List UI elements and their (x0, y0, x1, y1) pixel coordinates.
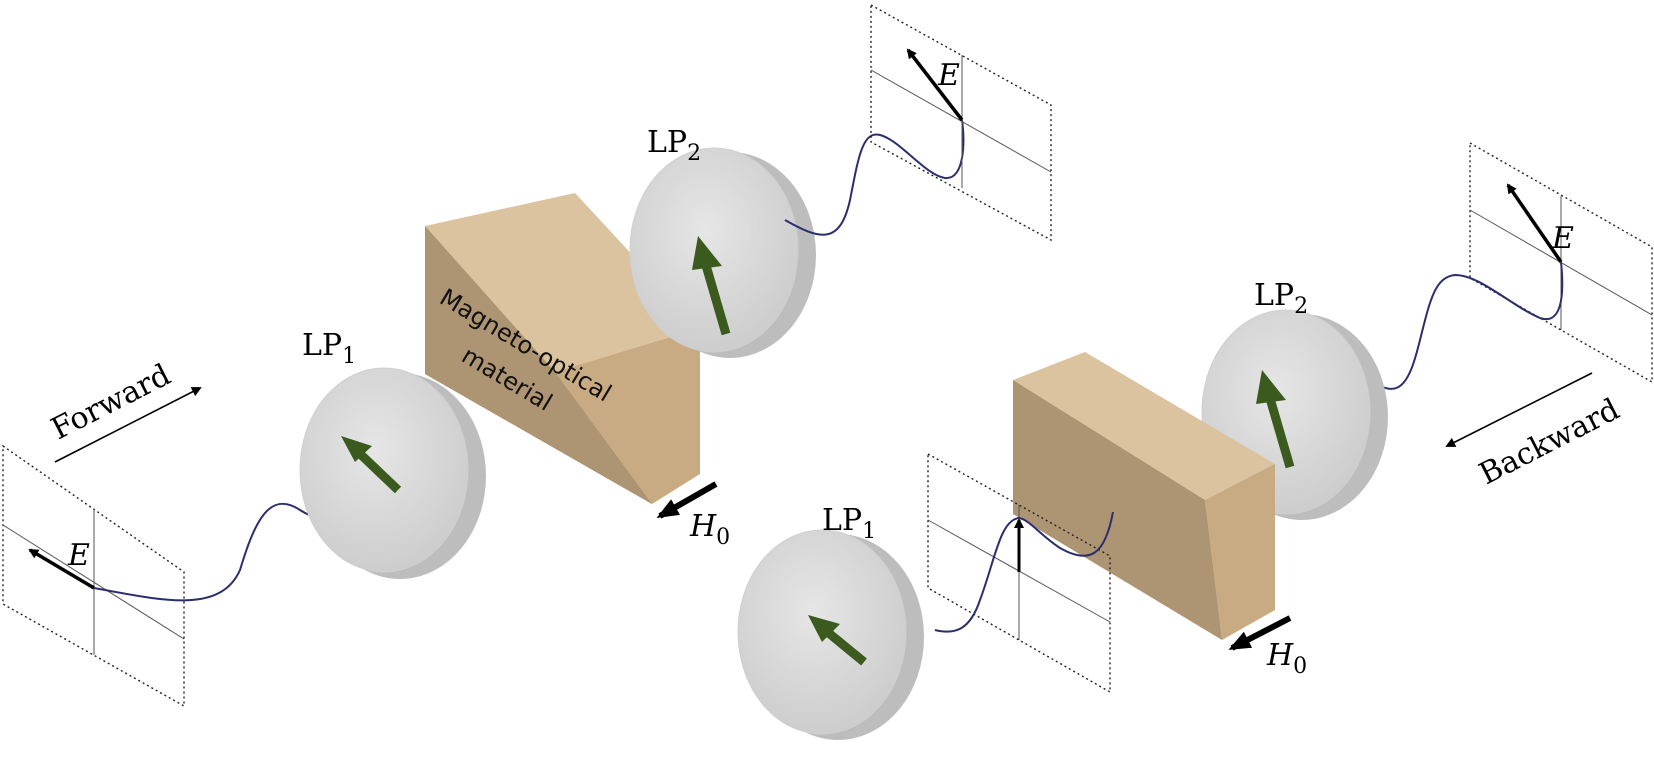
left-lp1-polarizer (299, 367, 486, 579)
input-e-label: E (67, 538, 90, 573)
left-lp1-polarizer-arrow (352, 446, 402, 494)
output-e-vector-arrow (906, 48, 964, 122)
left-h0-label: H0 (689, 509, 730, 550)
left-magneto-optical-box (425, 193, 700, 504)
right-e-label: E (1551, 221, 1574, 256)
forward-direction-arrow (54, 387, 202, 463)
left-h0-arrow (656, 481, 718, 519)
backward-label: Backward (1474, 392, 1625, 492)
right-lp2-label: LP2 (1254, 278, 1308, 319)
right-lp1-polarizer-arrow (822, 626, 867, 666)
right-lp1-label: LP1 (822, 503, 876, 544)
left-lp2-polarizer-arrow (700, 260, 731, 336)
right-h0-label: H0 (1266, 638, 1307, 679)
middle-field-frame (927, 452, 1111, 694)
left-lp1-label: LP1 (302, 328, 356, 369)
output-e-label: E (937, 58, 960, 93)
right-magneto-optical-box (1013, 352, 1275, 640)
left-lp2-polarizer (629, 147, 816, 358)
right-e-vector-arrow (1506, 183, 1563, 263)
right-lp2-polarizer-arrow (1264, 393, 1295, 469)
right-lp1-polarizer (737, 529, 924, 740)
left-lp2-label: LP2 (647, 125, 701, 166)
backward-output-wave (934, 511, 1114, 633)
output-field-frame: E (870, 3, 1052, 242)
backward-setup: Backward E LP2 (737, 141, 1653, 740)
backward-direction-arrow (1445, 372, 1593, 447)
input-e-vector-arrow (28, 548, 95, 590)
forward-output-wave (784, 119, 965, 236)
input-field-frame: E (2, 444, 185, 708)
backward-input-wave (1359, 261, 1564, 390)
right-h0-arrow (1228, 615, 1292, 651)
forward-setup: Forward E LP1 Magneto-opti (2, 3, 1052, 708)
